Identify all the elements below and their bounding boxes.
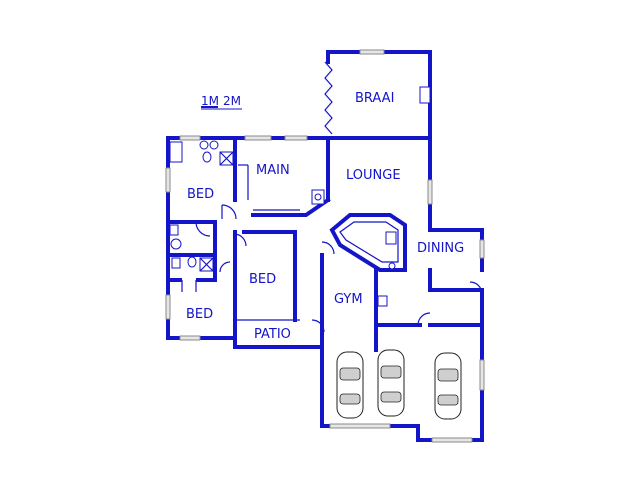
- bathroom-fixtures: [169, 140, 397, 307]
- scale-label-2m: 2M: [223, 94, 241, 108]
- garage-cars: [336, 349, 462, 420]
- room-label-main: MAIN: [256, 163, 290, 178]
- interior-walls: [166, 136, 484, 327]
- car-icon: [377, 349, 405, 417]
- room-label-gym: GYM: [334, 292, 363, 307]
- room-labels: BRAAI MAIN LOUNGE BED DINING BED GYM BED…: [186, 91, 464, 342]
- braai-window: [359, 49, 385, 55]
- braai-walls: [324, 49, 432, 139]
- basin-icon: [199, 140, 209, 150]
- room-label-lounge: LOUNGE: [346, 168, 401, 183]
- room-label-bed-2: BED: [249, 272, 276, 287]
- bath-main: [169, 141, 183, 163]
- room-label-bed-3: BED: [186, 307, 213, 322]
- room-label-patio: PATIO: [254, 327, 291, 342]
- car-icon: [336, 351, 364, 419]
- stove-icon: [385, 231, 397, 245]
- braai-fireplace: [419, 86, 431, 104]
- scale-label-1m: 1M: [201, 94, 219, 108]
- toilet-icon: [202, 151, 212, 163]
- scale-bar: 1M 2M: [201, 94, 242, 110]
- car-icon: [434, 352, 462, 420]
- windows: [165, 135, 485, 443]
- room-label-dining: DINING: [417, 241, 464, 256]
- doors: [181, 204, 483, 333]
- room-label-braai: BRAAI: [355, 91, 394, 106]
- room-label-bed-1: BED: [187, 187, 214, 202]
